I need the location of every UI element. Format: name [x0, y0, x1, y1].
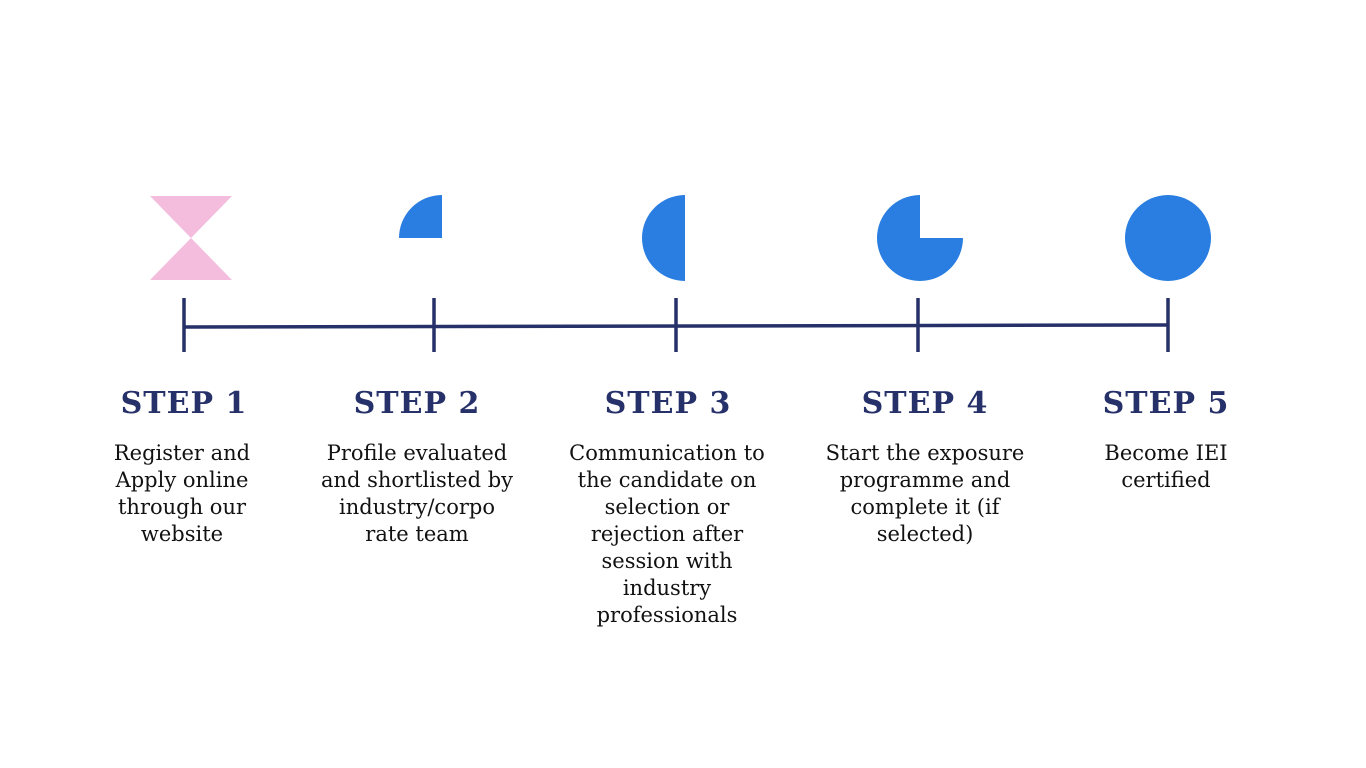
step-5-description: Become IEI certified [1104, 441, 1228, 492]
hourglass-icon [150, 196, 232, 280]
full-circle-icon [1125, 195, 1211, 281]
step-2-description: Profile evaluated and shortlisted by ind… [320, 441, 514, 546]
step-2-title: STEP 2 [353, 386, 481, 421]
three-quarter-circle-icon [877, 195, 963, 281]
quarter-circle-icon [399, 195, 442, 238]
step-5-title: STEP 5 [1102, 386, 1230, 421]
step-3-title: STEP 3 [604, 386, 732, 421]
step-3-description: Communication to the candidate on select… [569, 441, 765, 627]
step-1-title: STEP 1 [120, 386, 248, 421]
step-1-description: Register and Apply online through our we… [113, 441, 251, 546]
step-4-title: STEP 4 [861, 386, 989, 421]
step-4-description: Start the exposure programme and complet… [825, 441, 1025, 546]
half-circle-icon [642, 195, 685, 281]
